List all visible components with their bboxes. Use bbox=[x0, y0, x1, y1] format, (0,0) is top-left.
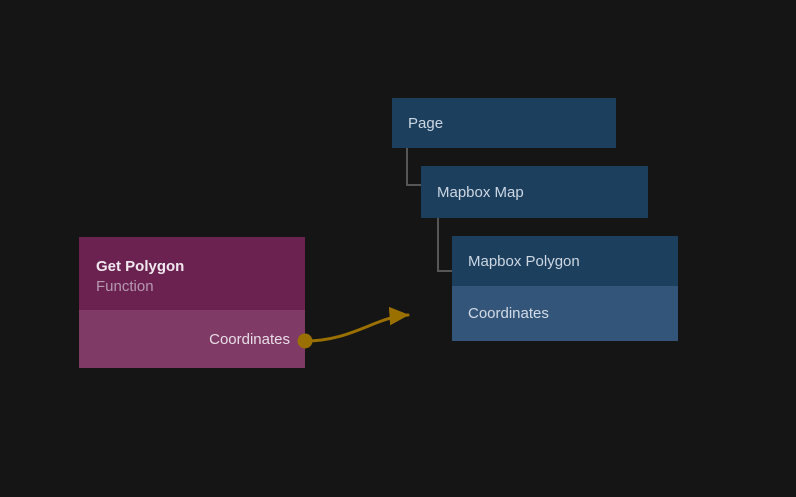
node-mapbox-map-title: Mapbox Map bbox=[437, 183, 524, 201]
node-mapbox-polygon-header[interactable]: Mapbox Polygon bbox=[452, 236, 678, 286]
node-mapbox-polygon-title: Mapbox Polygon bbox=[468, 252, 580, 270]
port-row-mapbox-polygon-coordinates[interactable]: Coordinates bbox=[452, 286, 678, 341]
node-mapbox-polygon[interactable]: Mapbox Polygon Coordinates bbox=[452, 236, 678, 341]
tree-link-mapbox-map-to-mapbox-polygon bbox=[437, 218, 453, 272]
port-label-coordinates-input: Coordinates bbox=[468, 305, 549, 322]
node-get-polygon-header[interactable]: Get Polygon Function bbox=[79, 237, 305, 310]
node-page-title: Page bbox=[408, 114, 444, 132]
node-get-polygon-title: Get Polygon bbox=[96, 258, 185, 275]
port-label-coordinates-output: Coordinates bbox=[209, 330, 290, 348]
node-mapbox-map-header[interactable]: Mapbox Map bbox=[421, 166, 648, 218]
edge-get-polygon-coordinates-to-mapbox-polygon-coordinates bbox=[303, 306, 410, 343]
node-page[interactable]: Page bbox=[392, 98, 616, 148]
node-get-polygon-subtitle: Function bbox=[96, 278, 154, 295]
node-mapbox-map[interactable]: Mapbox Map bbox=[421, 166, 648, 218]
node-get-polygon[interactable]: Get Polygon Function Coordinates bbox=[79, 237, 305, 368]
tree-link-page-to-mapbox-map bbox=[406, 148, 422, 186]
port-row-get-polygon-coordinates[interactable]: Coordinates bbox=[79, 310, 305, 368]
node-page-header[interactable]: Page bbox=[392, 98, 616, 148]
